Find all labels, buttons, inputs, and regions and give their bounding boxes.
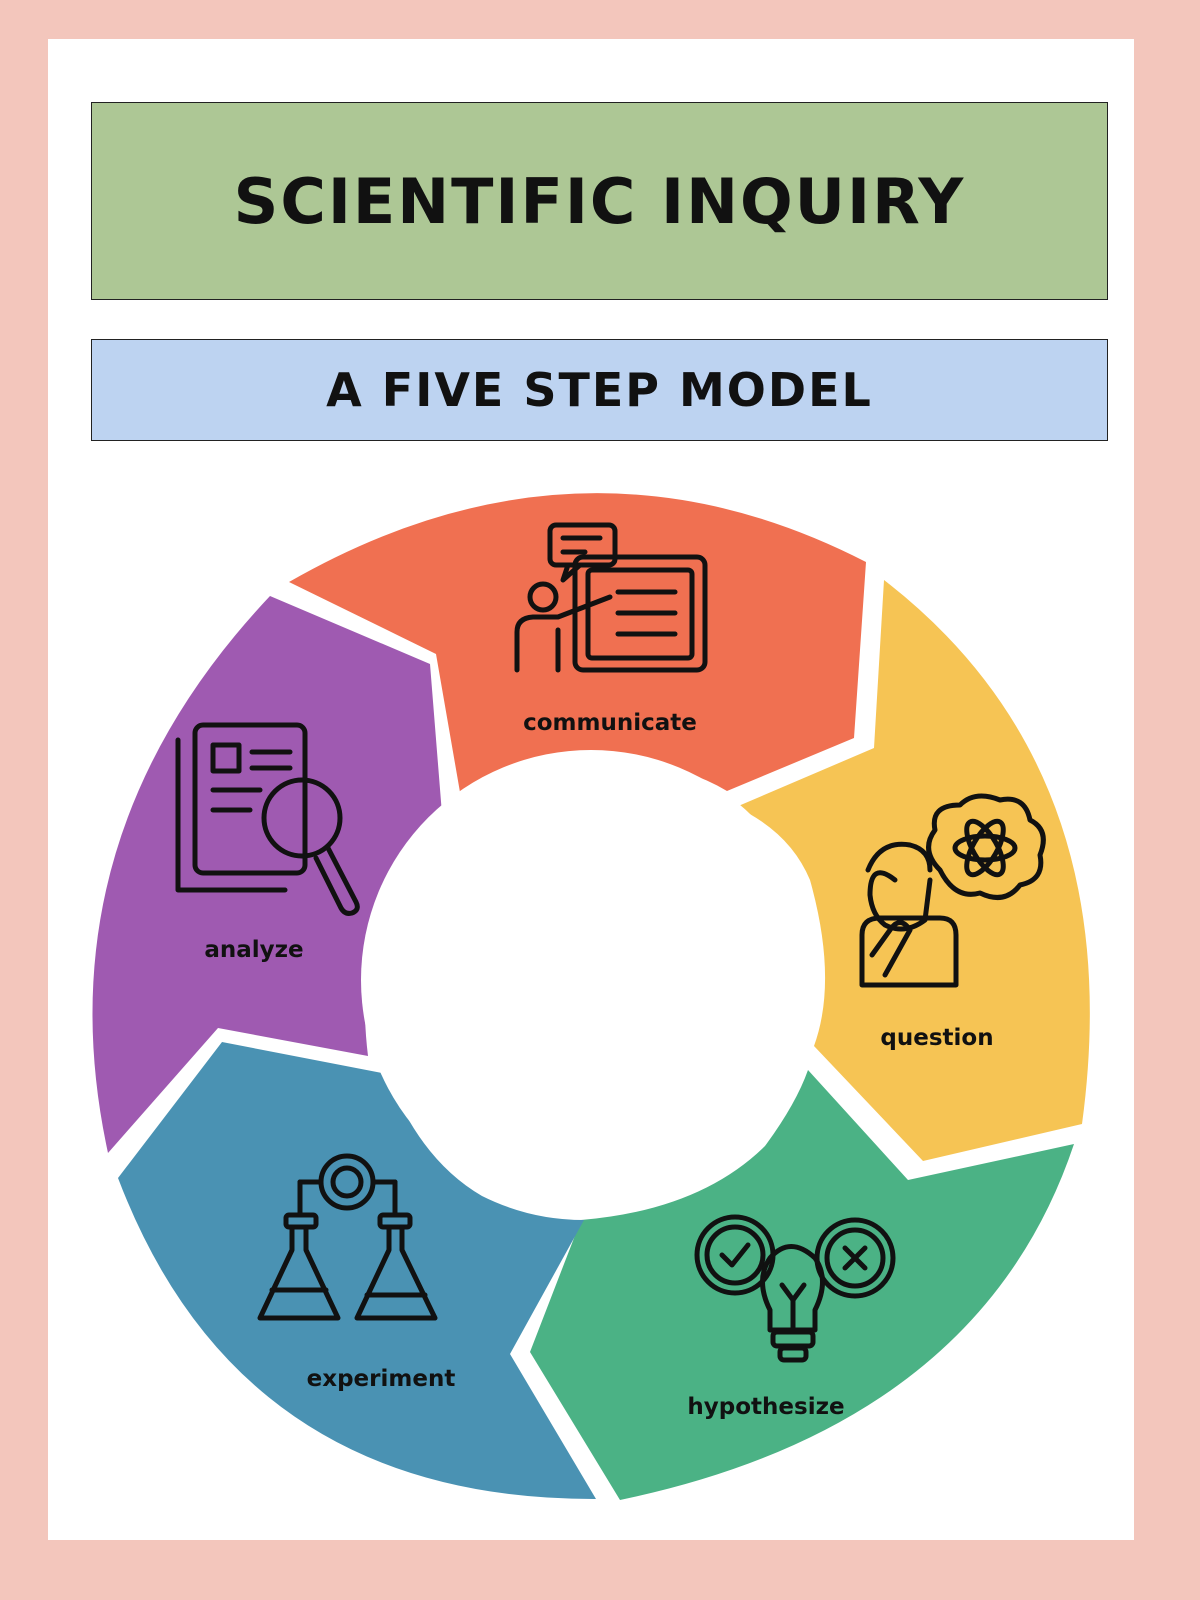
step-label-analyze: analyze [204,937,303,963]
thinking-person-icon [859,793,1046,988]
step-label-experiment: experiment [307,1366,456,1392]
step-label-communicate: communicate [523,710,697,736]
lab-flasks-icon [257,1153,438,1321]
lightbulb-gears-icon [694,1214,896,1363]
segment-question [736,580,1090,1161]
presentation-icon [514,522,708,673]
page-title: SCIENTIFIC INQUIRY [233,164,966,238]
title-banner: SCIENTIFIC INQUIRY [91,102,1108,300]
step-label-hypothesize: hypothesize [687,1394,844,1420]
segment-experiment [118,1042,596,1500]
page-subtitle: A FIVE STEP MODEL [326,363,873,417]
step-label-question: question [880,1025,993,1051]
center-hole [361,750,821,1210]
subtitle-banner: A FIVE STEP MODEL [91,339,1108,441]
document-magnifier-icon [175,722,360,916]
